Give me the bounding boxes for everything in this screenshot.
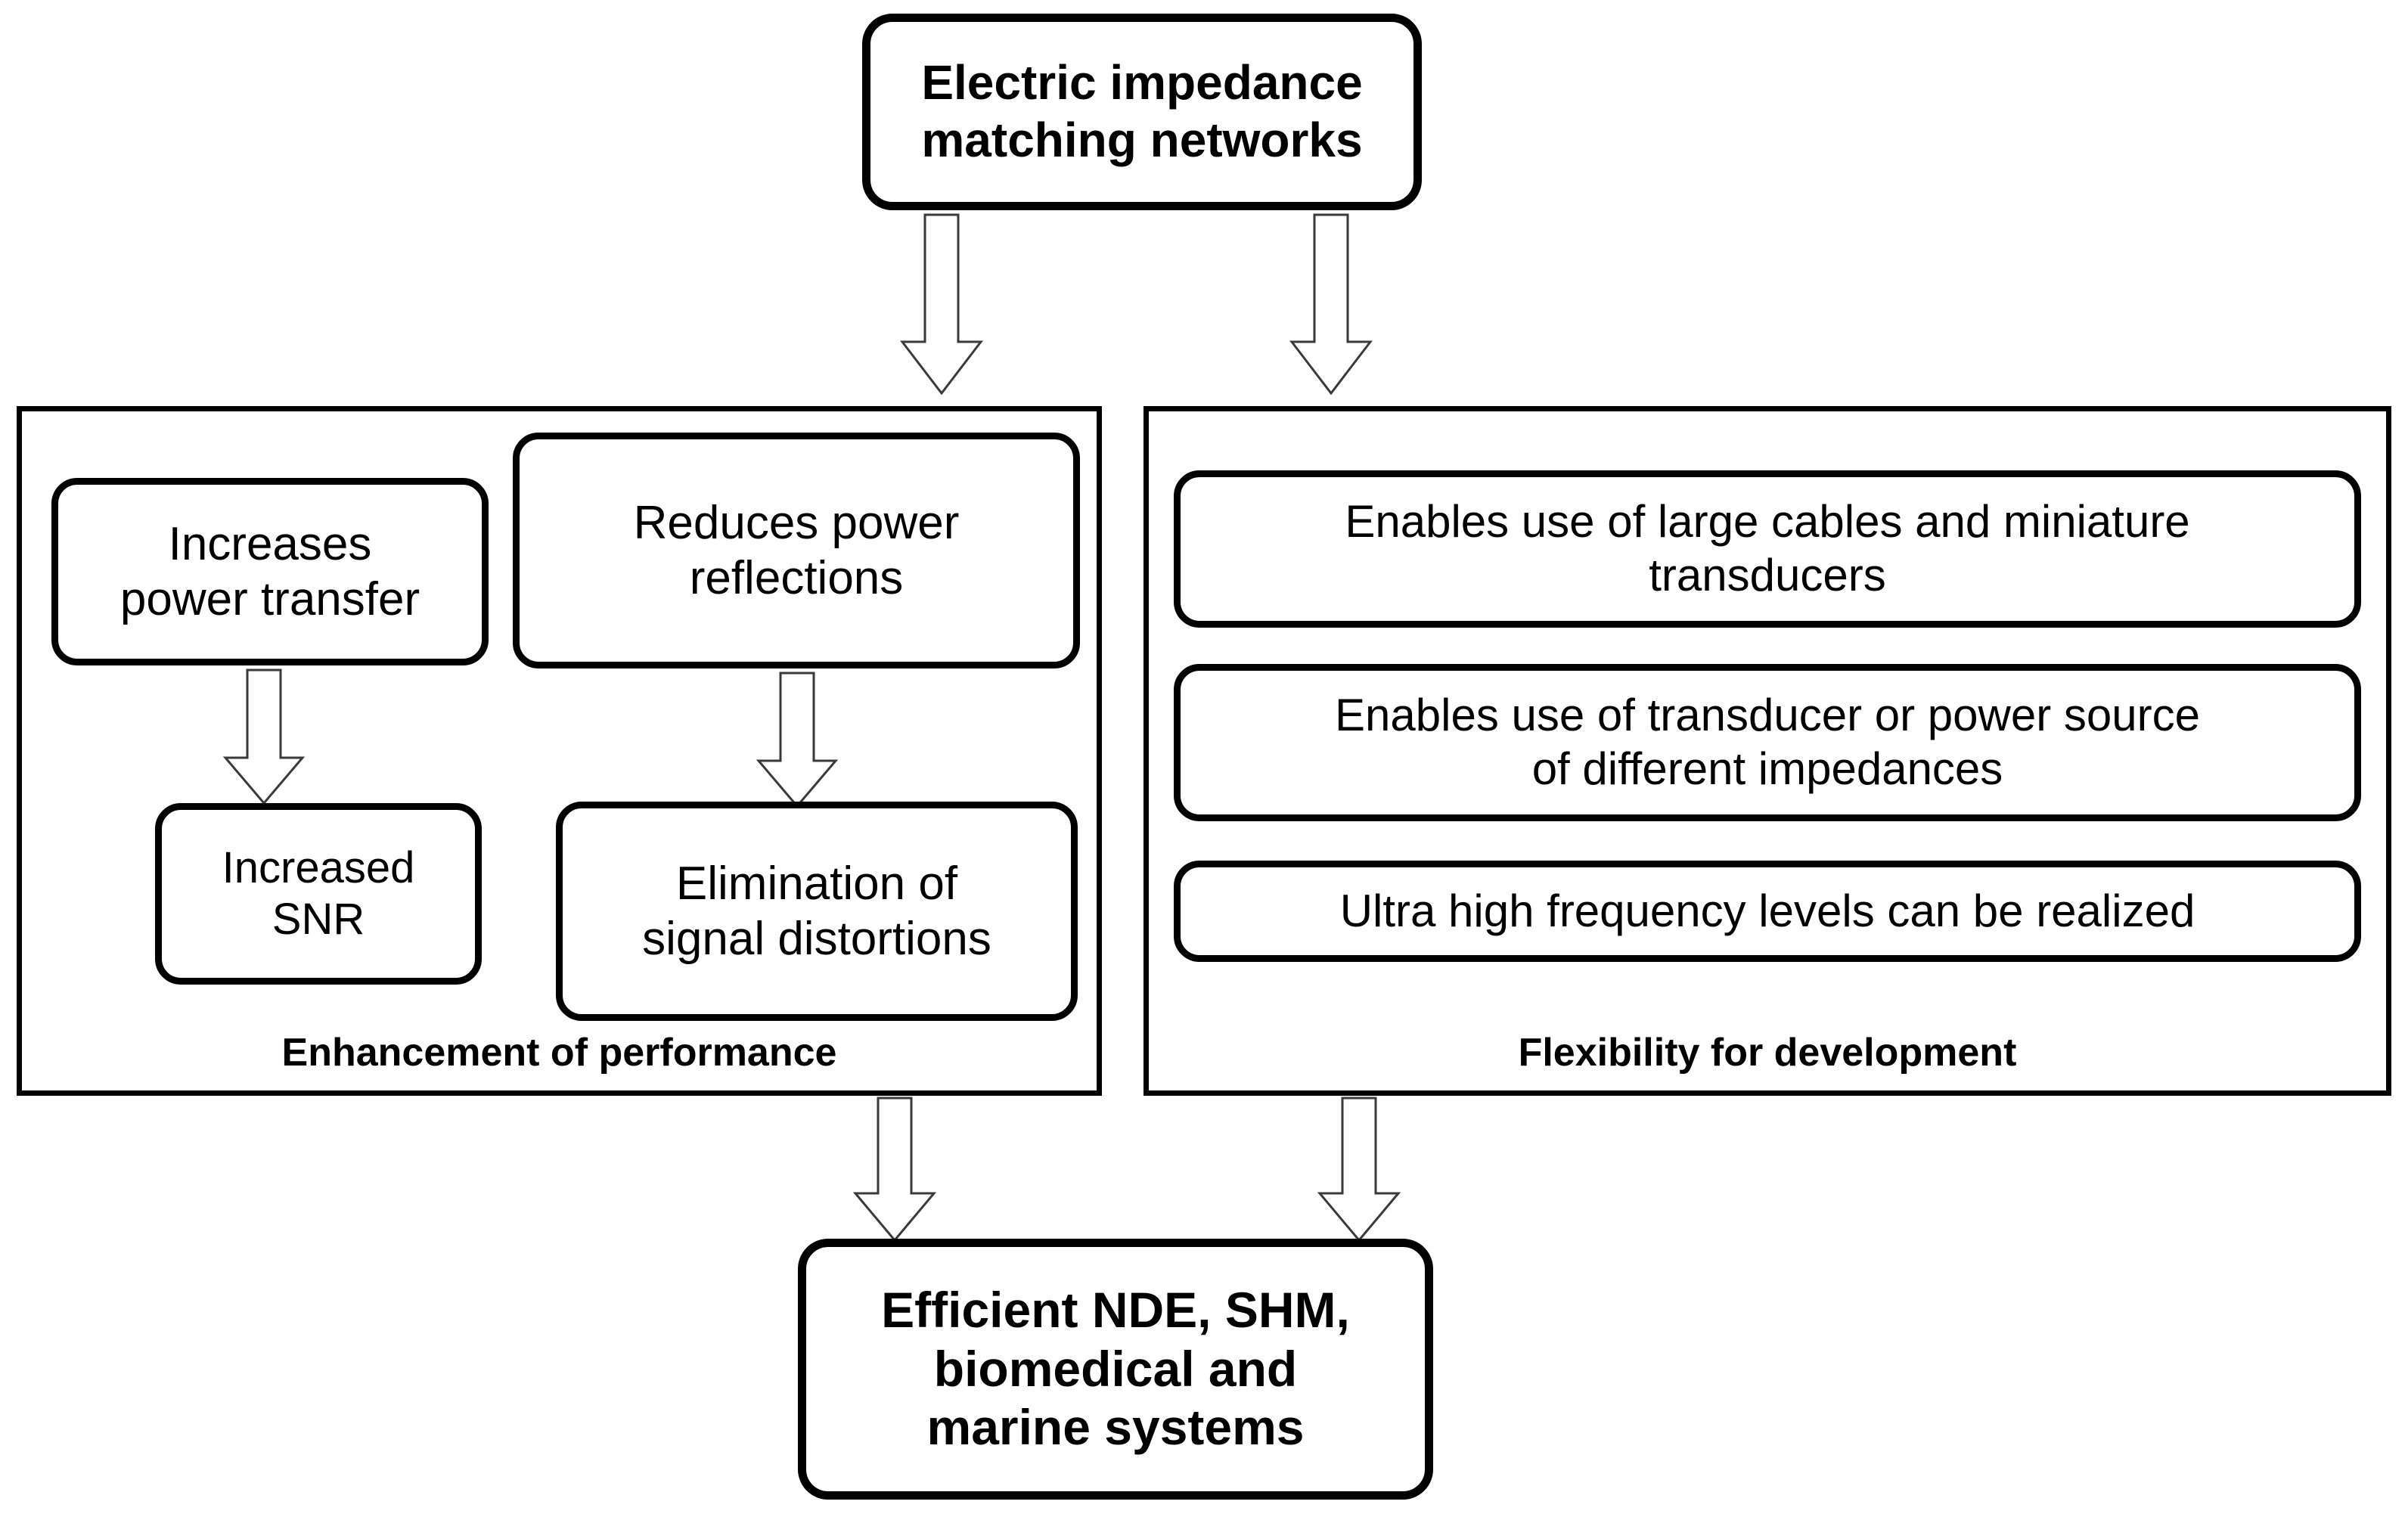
node-line: signal distortions [642,913,991,965]
node-line: power transfer [119,573,420,625]
node-efficient-nde-shm-biomedical-marine-systems[interactable]: Efficient NDE, SHM, biomedical and marin… [798,1239,1433,1500]
node-electric-impedance-matching-networks[interactable]: Electric impedance matching networks [862,14,1422,210]
node-elimination-of-signal-distortions[interactable]: Elimination of signal distortions [556,802,1078,1021]
node-line: Enables use of transducer or power sourc… [1335,690,2200,741]
node-text: Efficient NDE, SHM, biomedical and marin… [881,1281,1350,1458]
node-text: Increases power transfer [120,516,420,627]
node-large-cables-miniature-transducers[interactable]: Enables use of large cables and miniatur… [1174,470,2361,628]
arrow-performance-to-outcome [853,1097,936,1242]
node-text: Ultra high frequency levels can be reali… [1340,885,2195,938]
node-reduces-power-reflections[interactable]: Reduces power reflections [513,433,1080,668]
node-line: Reduces power [633,496,960,549]
arrow-top-to-flexibility-group [1289,213,1373,395]
node-different-impedances[interactable]: Enables use of transducer or power sourc… [1174,664,2361,821]
arrow-power-transfer-to-snr [223,668,305,805]
group-caption-enhancement-of-performance: Enhancement of performance [281,1031,837,1075]
node-text: Enables use of large cables and miniatur… [1345,495,2189,603]
node-line: Electric impedance [921,55,1363,110]
node-line: of different impedances [1531,743,2003,794]
node-text: Enables use of transducer or power sourc… [1335,689,2200,796]
node-line: transducers [1649,550,1886,600]
arrow-power-reflections-to-distortions [756,672,838,808]
node-increased-snr[interactable]: Increased SNR [155,803,482,985]
node-line: Increased [222,842,415,892]
node-line: Enables use of large cables and miniatur… [1345,496,2190,548]
node-text: Reduces power reflections [634,495,960,606]
node-line: Efficient NDE, SHM, [881,1281,1350,1338]
node-line: Ultra high frequency levels can be reali… [1339,885,2195,936]
arrow-flexibility-to-outcome [1317,1097,1401,1242]
node-line: matching networks [921,113,1363,167]
group-caption-flexibility-for-development: Flexibility for development [1518,1031,2017,1075]
node-increases-power-transfer[interactable]: Increases power transfer [51,478,489,665]
node-line: Elimination of [675,857,958,910]
node-ultra-high-frequency[interactable]: Ultra high frequency levels can be reali… [1174,861,2361,962]
node-text: Increased SNR [222,842,415,946]
node-line: SNR [272,895,365,944]
node-line: reflections [689,552,904,604]
node-text: Elimination of signal distortions [642,856,991,966]
arrow-top-to-performance-group [900,213,983,395]
node-text: Electric impedance matching networks [921,54,1362,169]
node-line: Increases [168,517,372,570]
node-line: marine systems [926,1399,1305,1456]
node-line: biomedical and [933,1340,1298,1397]
